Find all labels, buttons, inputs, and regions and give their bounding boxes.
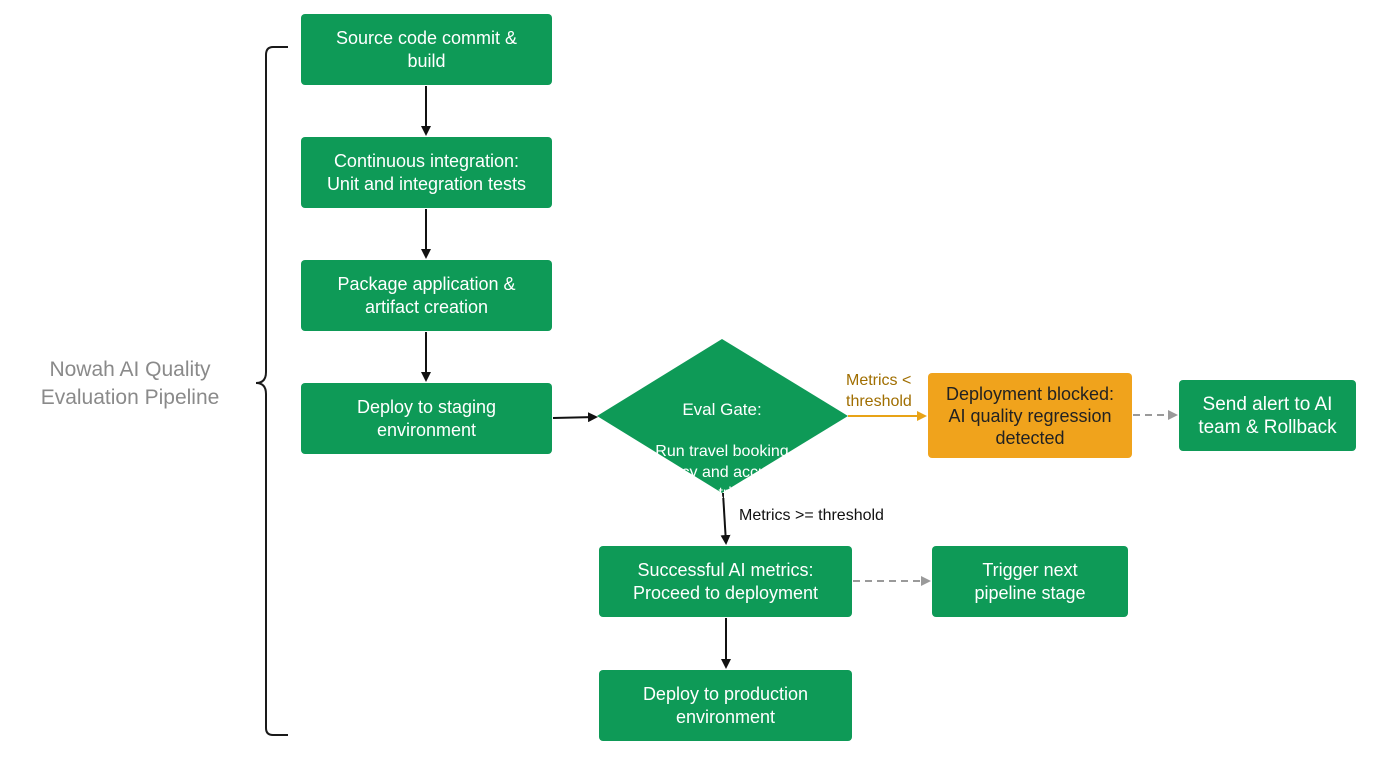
step-successful-metrics: Successful AI metrics: Proceed to deploy… (599, 546, 852, 617)
step-source-commit: Source code commit & build (301, 14, 552, 85)
step-deployment-blocked: Deployment blocked: AI quality regressio… (928, 373, 1132, 458)
edge-label-fail: Metrics < threshold (846, 372, 912, 410)
edge-staging-to-gate (552, 412, 598, 423)
pipeline-brace (255, 46, 288, 736)
edge-label-pass: Metrics >= threshold (739, 507, 884, 524)
edge-gate-to-success (720, 492, 731, 545)
step-send-alert: Send alert to AI team & Rollback (1179, 380, 1356, 451)
eval-gate-body: Run travel booking latency and accuracy … (646, 443, 798, 502)
pipeline-title: Nowah AI Quality Evaluation Pipeline (40, 358, 220, 409)
eval-gate-text: Eval Gate: Run travel booking latency an… (620, 378, 824, 525)
eval-gate-diamond (597, 339, 848, 493)
step-trigger-next: Trigger next pipeline stage (932, 546, 1128, 617)
step-package-application: Package application & artifact creation (301, 260, 552, 331)
step-deploy-production: Deploy to production environment (599, 670, 852, 741)
step-continuous-integration: Continuous integration: Unit and integra… (301, 137, 552, 208)
eval-gate-title: Eval Gate: (682, 400, 762, 419)
step-deploy-staging: Deploy to staging environment (301, 383, 552, 454)
